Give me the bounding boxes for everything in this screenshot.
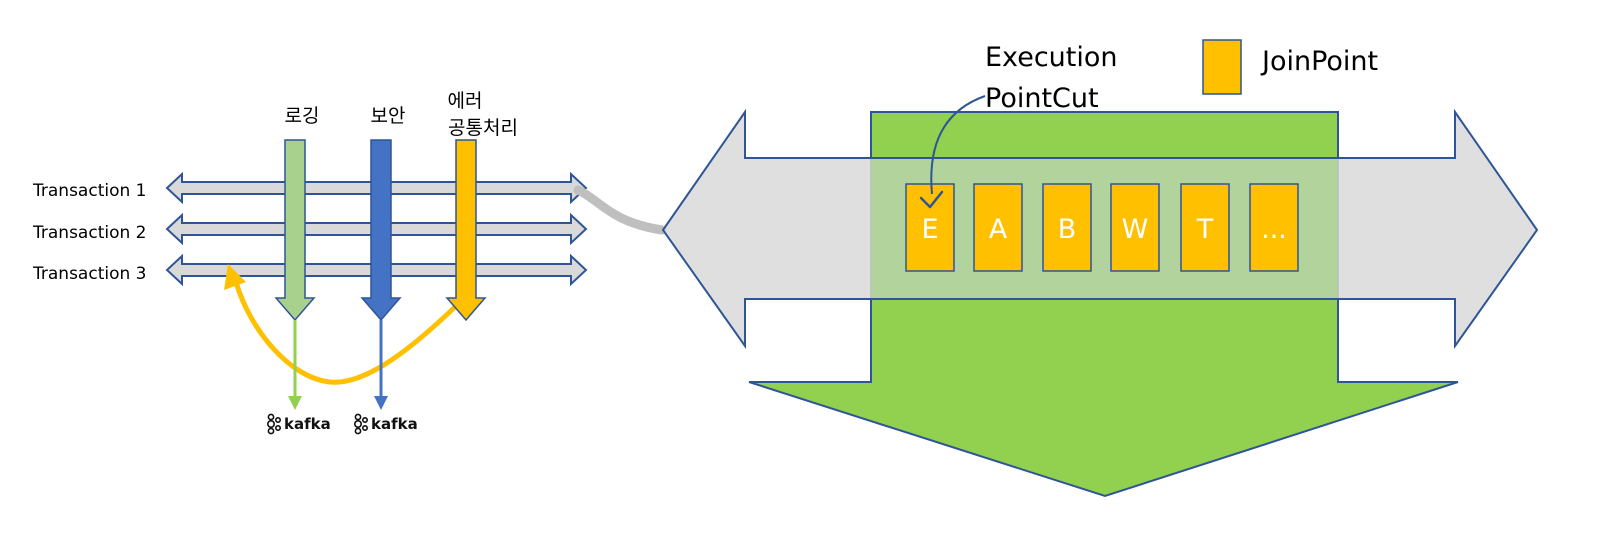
transaction-2-label: Transaction 2 <box>32 223 146 243</box>
joinpoint-label: B <box>1058 214 1077 245</box>
pointcut-callout-line <box>930 95 986 195</box>
error-label-line1: 에러 <box>448 90 483 112</box>
pointcut-label-line1: Execution <box>985 42 1118 73</box>
kafka-logo-label: kafka <box>284 415 331 433</box>
error-label-line2: 공통처리 <box>448 117 518 139</box>
joinpoint-label: ... <box>1261 214 1287 245</box>
joinpoint-label: A <box>989 214 1008 245</box>
zoom-connector <box>573 185 667 235</box>
legend-joinpoint-label: JoinPoint <box>1260 46 1378 77</box>
kafka-logo-icon: kafka <box>353 413 418 435</box>
error-handling-arrow <box>445 139 487 322</box>
logging-label: 로깅 <box>285 105 320 127</box>
logging-arrow <box>274 139 316 322</box>
kafka-logo-label: kafka <box>371 415 418 433</box>
transaction-3-label: Transaction 3 <box>32 264 146 284</box>
transaction-1-label: Transaction 1 <box>32 181 146 201</box>
pointcut-label-line2: PointCut <box>985 83 1099 114</box>
error-return-arrow <box>233 281 459 385</box>
security-arrow <box>360 139 402 322</box>
check-icon <box>919 190 944 209</box>
logging-kafka-arrowhead <box>288 396 302 410</box>
security-kafka-arrowhead <box>374 396 388 410</box>
security-label: 보안 <box>371 105 406 127</box>
joinpoint-b: B <box>1042 183 1092 272</box>
joinpoint-more: ... <box>1249 183 1299 272</box>
joinpoint-label: W <box>1122 214 1149 245</box>
kafka-logo-icon: kafka <box>266 413 331 435</box>
joinpoint-label: T <box>1196 214 1214 245</box>
joinpoint-e: E <box>905 183 955 272</box>
joinpoint-label: E <box>921 214 938 245</box>
joinpoint-t: T <box>1180 183 1230 272</box>
error-return-arrowhead <box>224 264 246 290</box>
joinpoint-w: W <box>1110 183 1160 272</box>
legend-joinpoint-swatch <box>1202 39 1242 95</box>
joinpoint-a: A <box>973 183 1023 272</box>
